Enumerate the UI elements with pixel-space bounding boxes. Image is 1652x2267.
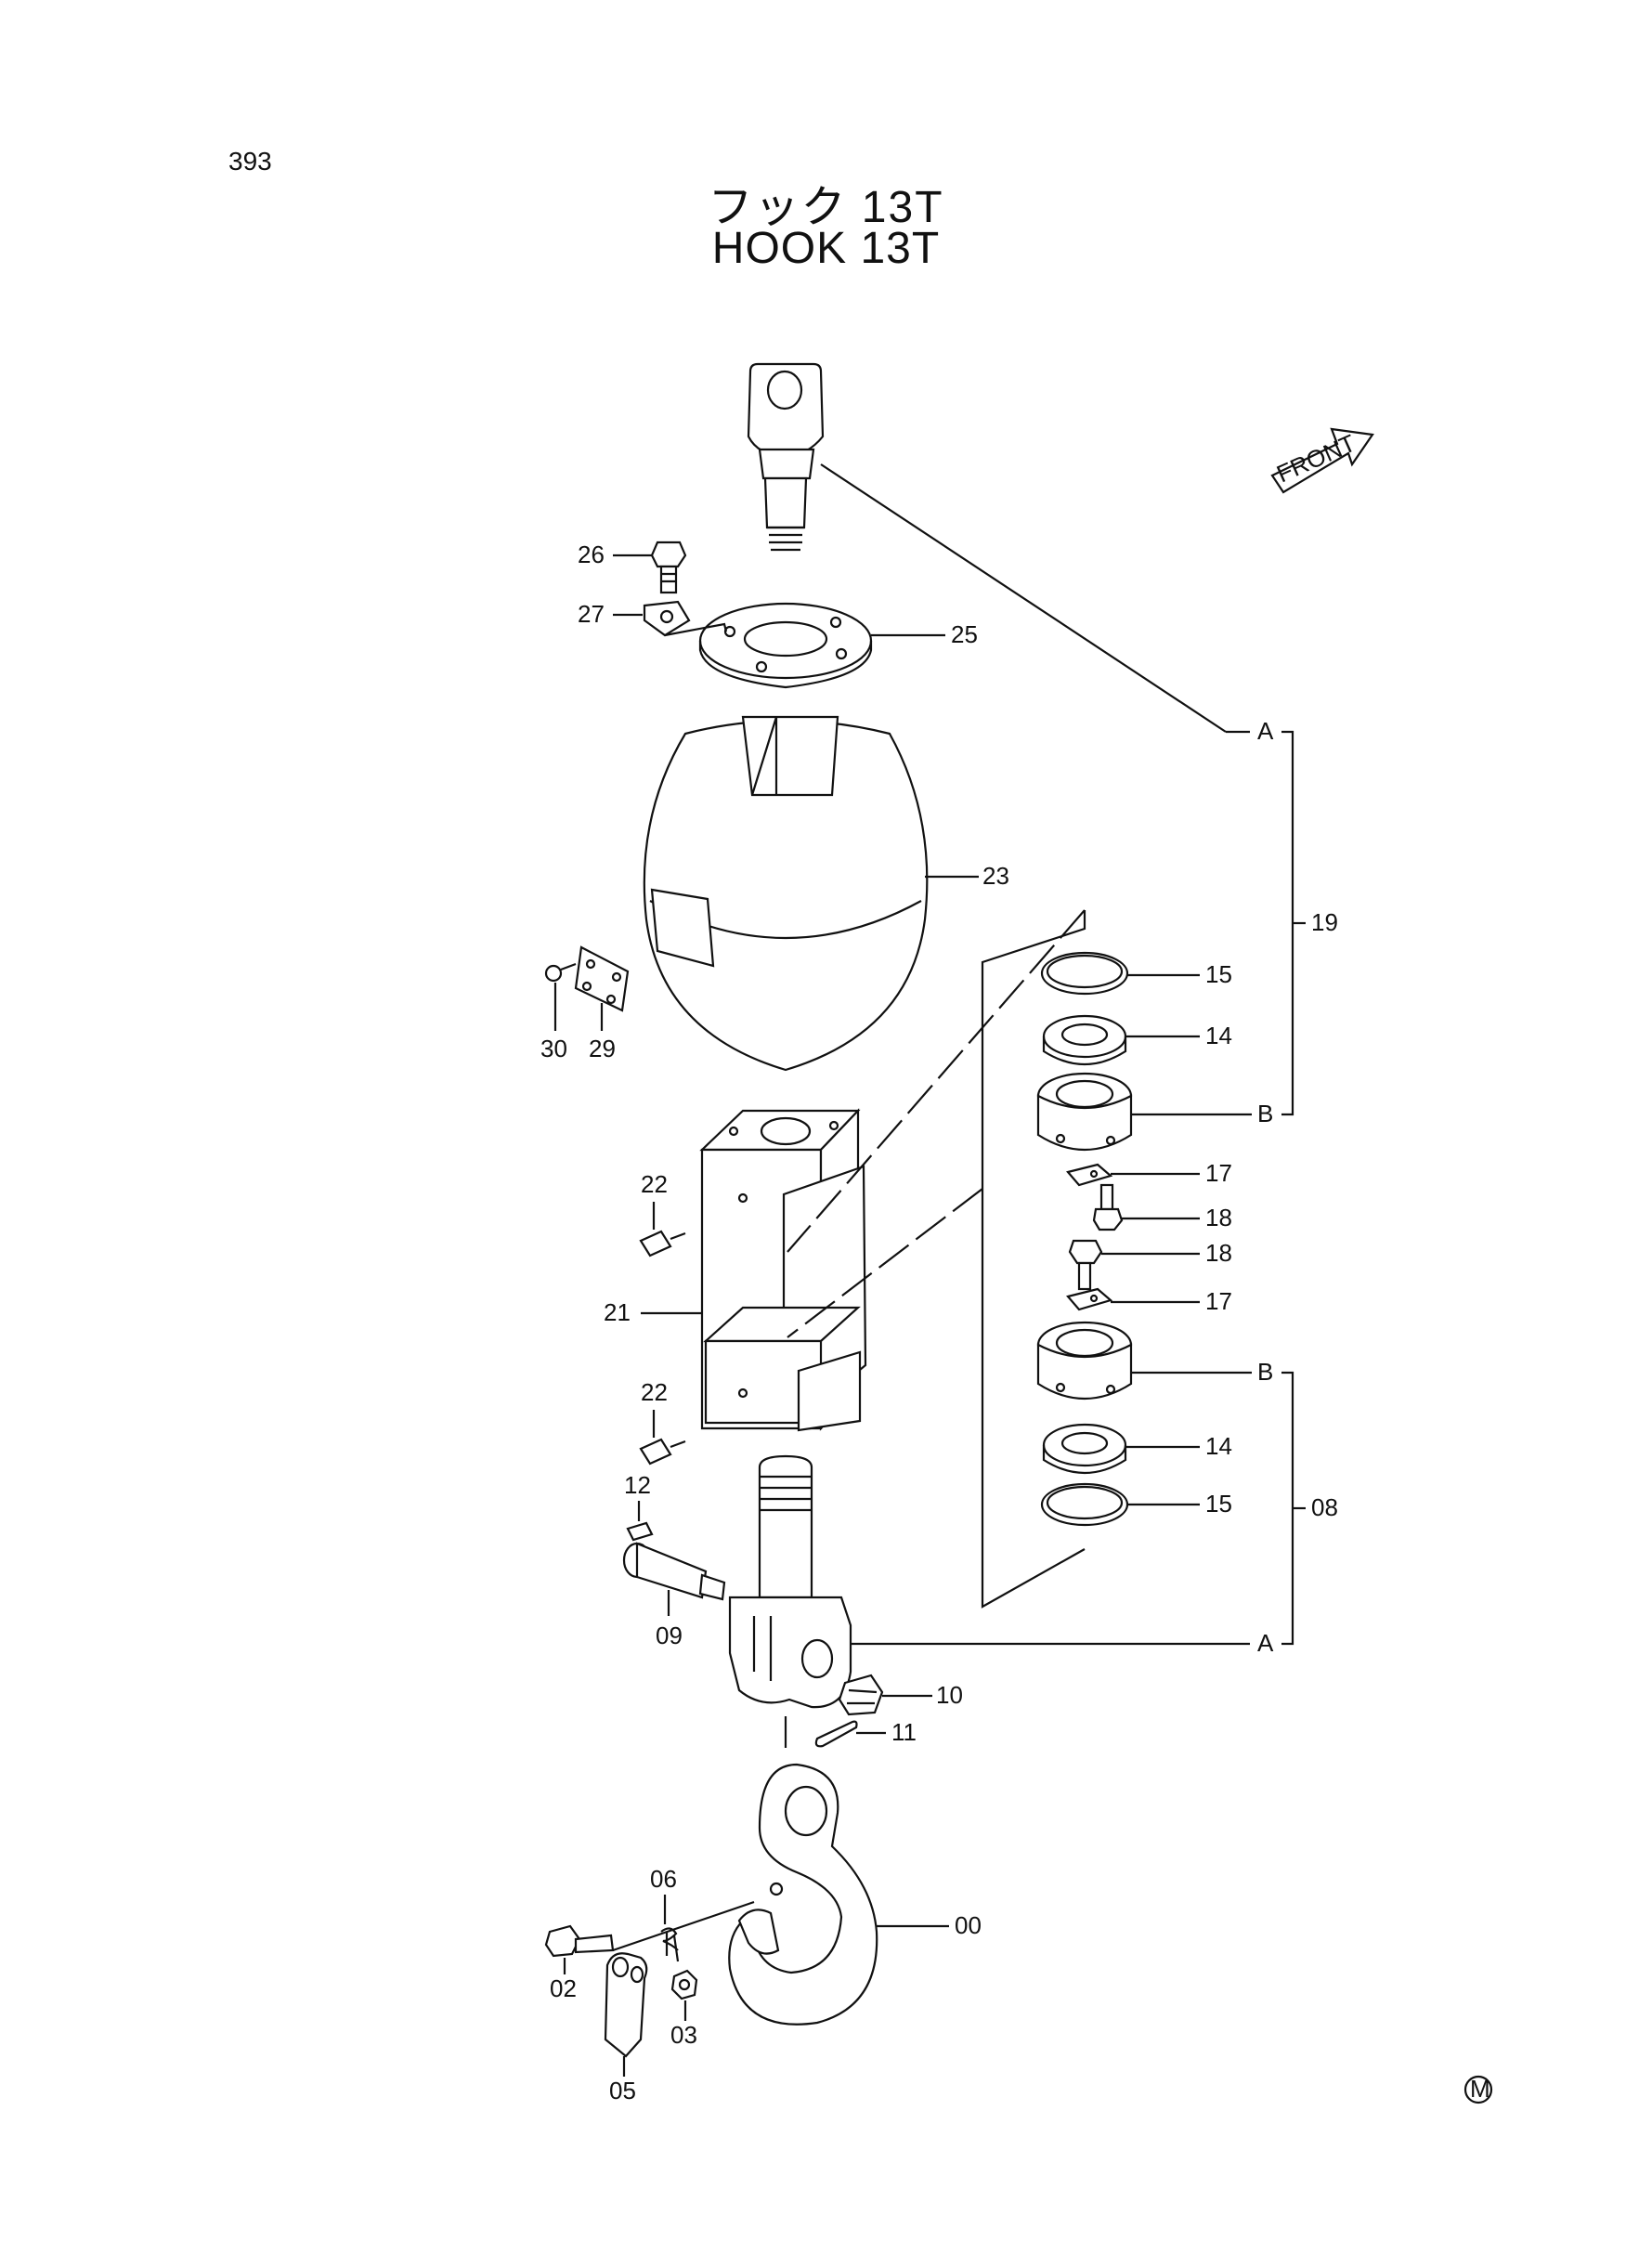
callout-22a: 22: [641, 1170, 668, 1198]
pin-09: [622, 1542, 726, 1601]
callout-26: 26: [578, 541, 605, 568]
latch-05: [604, 1952, 648, 2058]
callout-23: 23: [982, 862, 1009, 890]
callout-22b: 22: [641, 1378, 668, 1406]
leader-line: [820, 463, 1227, 733]
hook-00: [728, 1763, 878, 2026]
callout-05: 05: [609, 2077, 636, 2104]
assembly-line: [787, 909, 1086, 1253]
screw-30: [544, 962, 577, 983]
callout-17b: 17: [1205, 1287, 1232, 1315]
cotter-pin-11: [814, 1720, 858, 1748]
callout-14b: 14: [1205, 1432, 1232, 1460]
callout-02: 02: [550, 1974, 577, 2002]
callout-11: 11: [891, 1718, 917, 1746]
callout-27: 27: [578, 600, 605, 628]
assembly-line: [981, 910, 1086, 1609]
bolt-26: [650, 541, 687, 594]
plate-25: [698, 602, 873, 689]
callout-B1: B: [1257, 1100, 1273, 1127]
manufacturer-mark-icon: M: [1463, 2075, 1493, 2104]
callout-19: 19: [1311, 908, 1338, 936]
callout-15b: 15: [1205, 1490, 1232, 1518]
leader-line: [612, 1900, 755, 1952]
callout-18b: 18: [1205, 1239, 1232, 1267]
callout-09: 09: [656, 1622, 683, 1649]
callout-00: 00: [955, 1911, 982, 1939]
assembly-line: [787, 1188, 983, 1338]
callout-17a: 17: [1205, 1159, 1232, 1187]
title-english: HOOK 13T: [711, 224, 941, 273]
spring-06: [660, 1927, 680, 1962]
callout-08: 08: [1311, 1493, 1338, 1521]
nameplate-29: [574, 945, 630, 1012]
callout-14a: 14: [1205, 1022, 1232, 1049]
callout-25: 25: [951, 620, 978, 648]
bolt-18-upper: [1092, 1183, 1124, 1231]
manufacturer-mark: M: [1470, 2075, 1490, 2103]
leader-line: [664, 622, 728, 637]
callout-A2: A: [1257, 1629, 1274, 1657]
nut-B-upper: [1036, 1072, 1133, 1151]
callout-A1: A: [1257, 717, 1274, 745]
lockplate-17-lower: [1066, 1287, 1113, 1311]
lockplate-27: [643, 600, 691, 637]
front-label: FRONT: [1272, 429, 1359, 489]
bearing-14-upper: [1042, 1014, 1127, 1066]
page-number: 393: [228, 147, 272, 176]
bracket-08: [1281, 1371, 1306, 1646]
top-pin: [747, 362, 825, 552]
callout-29: 29: [589, 1035, 616, 1062]
bolt-18-lower: [1068, 1239, 1103, 1291]
frame-21: [699, 1108, 867, 1432]
ring-15-upper: [1040, 951, 1129, 996]
callout-12: 12: [624, 1471, 651, 1499]
lockplate-17-upper: [1066, 1163, 1113, 1187]
bearing-14-lower: [1042, 1423, 1127, 1475]
callout-10: 10: [936, 1681, 963, 1709]
nut-B-lower: [1036, 1321, 1133, 1400]
shaft-clevis: [728, 1454, 852, 1709]
callout-B2: B: [1257, 1358, 1273, 1386]
bolt-02: [544, 1924, 615, 1958]
key-12: [626, 1521, 654, 1542]
castle-nut-10: [838, 1674, 884, 1716]
grease-nipple-22a: [639, 1230, 686, 1257]
callout-15a: 15: [1205, 960, 1232, 988]
callout-03: 03: [670, 2021, 697, 2049]
callout-21: 21: [604, 1298, 631, 1326]
bracket-19: [1281, 730, 1306, 1116]
nut-03: [670, 1969, 698, 2000]
title-japanese: フック 13T: [708, 183, 944, 232]
callout-18a: 18: [1205, 1204, 1232, 1231]
callout-06: 06: [650, 1865, 677, 1893]
ring-15-lower: [1040, 1482, 1129, 1527]
front-arrow-icon: FRONT: [1270, 427, 1374, 494]
weight-23: [643, 715, 929, 1072]
grease-nipple-22b: [639, 1438, 686, 1466]
callout-30: 30: [540, 1035, 567, 1062]
